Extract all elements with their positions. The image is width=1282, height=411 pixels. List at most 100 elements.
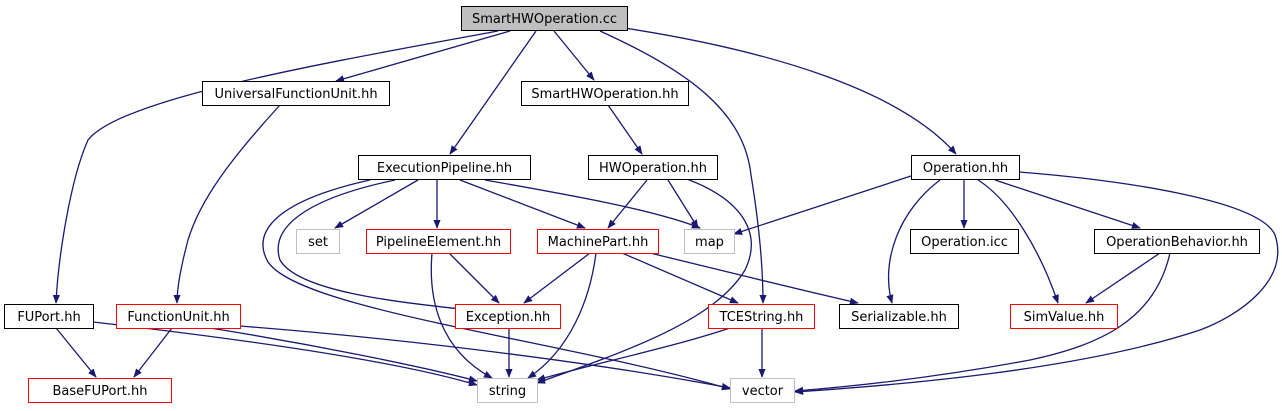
edge-root-to-fuport	[52, 30, 499, 304]
node-box	[477, 378, 538, 403]
edge-ufu-to-fu	[173, 104, 281, 304]
node-op[interactable]: Operation.hh	[911, 155, 1020, 180]
edge-mp-to-exc	[523, 252, 591, 304]
edge-line	[607, 104, 643, 155]
edge-line	[794, 171, 1279, 396]
node-exc[interactable]: Exception.hh	[455, 304, 561, 329]
node-label: TCEString.hh	[719, 310, 804, 325]
node-fuport[interactable]: FUPort.hh	[4, 304, 94, 329]
node-ser[interactable]: Serializable.hh	[839, 304, 959, 329]
edge-layer	[52, 26, 1279, 396]
edge-line	[209, 327, 478, 383]
node-box	[461, 6, 628, 31]
edge-ep-to-map	[484, 179, 701, 229]
node-box	[202, 81, 390, 106]
edge-line	[449, 30, 537, 155]
edge-mp-to-ser	[649, 252, 859, 305]
edge-line	[523, 252, 591, 304]
edge-line	[239, 325, 731, 391]
node-sim[interactable]: SimValue.hh	[1010, 304, 1118, 329]
edge-op-to-opb	[994, 179, 1141, 229]
edge-hwop-to-mp	[607, 179, 648, 229]
edge-line	[262, 179, 731, 391]
node-box	[296, 229, 340, 254]
edge-line	[277, 179, 479, 314]
edge-fuport-to-string	[92, 321, 478, 387]
node-root[interactable]: SmartHWOperation.cc	[461, 6, 628, 31]
edge-ep-to-vector	[262, 179, 731, 391]
node-tce[interactable]: TCEString.hh	[708, 304, 815, 329]
edge-ep-to-set	[334, 179, 419, 229]
edge-ep-to-mp	[459, 179, 586, 229]
node-label: string	[489, 384, 526, 399]
edge-line	[334, 179, 419, 229]
edge-line	[430, 252, 493, 379]
node-ep[interactable]: ExecutionPipeline.hh	[358, 155, 531, 180]
node-set[interactable]: set	[296, 229, 340, 254]
edge-root-to-shw	[553, 30, 595, 81]
edge-line	[133, 327, 173, 378]
edge-fu-to-string	[209, 327, 478, 383]
node-label: OperationBehavior.hh	[1106, 235, 1248, 250]
node-box	[358, 155, 531, 180]
edge-root-to-ufu	[335, 30, 511, 83]
edge-ep-to-exc	[277, 179, 479, 314]
edge-line	[527, 252, 597, 379]
node-box	[730, 378, 795, 403]
edge-line	[621, 252, 739, 304]
node-label: set	[308, 235, 328, 250]
edge-line	[649, 252, 859, 305]
node-box	[366, 229, 511, 254]
node-opicc[interactable]: Operation.icc	[910, 229, 1019, 254]
edge-line	[994, 179, 1141, 229]
node-box	[116, 304, 241, 329]
edge-shw-to-hwop	[607, 104, 643, 155]
node-label: Serializable.hh	[851, 310, 947, 325]
edge-opb-to-vector	[794, 252, 1171, 394]
node-shw[interactable]: SmartHWOperation.hh	[521, 81, 689, 106]
node-box	[911, 155, 1020, 180]
node-label: BaseFUPort.hh	[52, 384, 147, 399]
node-hwop[interactable]: HWOperation.hh	[588, 155, 718, 180]
edge-root-to-tce	[599, 30, 767, 304]
edge-opb-to-sim	[1085, 252, 1161, 304]
edge-op-to-vector	[794, 171, 1279, 396]
node-label: vector	[742, 384, 784, 399]
edge-line	[173, 104, 281, 304]
node-box	[910, 229, 1019, 254]
node-box	[708, 304, 815, 329]
node-label: PipelineElement.hh	[376, 235, 501, 250]
node-bfp[interactable]: BaseFUPort.hh	[28, 378, 172, 403]
node-opb[interactable]: OperationBehavior.hh	[1094, 229, 1260, 254]
node-label: SmartHWOperation.hh	[531, 87, 678, 102]
edge-line	[886, 179, 941, 304]
node-pe[interactable]: PipelineElement.hh	[366, 229, 511, 254]
edge-fu-to-bfp	[133, 327, 173, 378]
node-label: Exception.hh	[466, 310, 551, 325]
node-box	[455, 304, 561, 329]
edge-op-to-ser	[886, 179, 941, 304]
edge-line	[448, 252, 500, 304]
node-label: SimValue.hh	[1024, 310, 1105, 325]
node-vector[interactable]: vector	[730, 378, 795, 403]
node-box	[588, 155, 718, 180]
edge-hwop-to-string	[536, 177, 752, 384]
edge-root-to-ep	[449, 30, 537, 155]
node-layer: SmartHWOperation.ccUniversalFunctionUnit…	[4, 6, 1260, 403]
node-string[interactable]: string	[477, 378, 538, 403]
node-box	[521, 81, 689, 106]
node-label: Operation.hh	[923, 161, 1008, 176]
node-box	[1010, 304, 1118, 329]
edge-line	[599, 30, 767, 304]
edge-line	[52, 30, 499, 304]
node-label: FUPort.hh	[17, 310, 80, 325]
node-mp[interactable]: MachinePart.hh	[537, 229, 659, 254]
edge-line	[617, 26, 957, 155]
node-ufu[interactable]: UniversalFunctionUnit.hh	[202, 81, 390, 106]
edge-fuport-to-bfp	[55, 327, 97, 378]
edge-line	[794, 252, 1171, 394]
edge-line	[335, 30, 511, 83]
node-map[interactable]: map	[684, 229, 735, 254]
node-fu[interactable]: FunctionUnit.hh	[116, 304, 241, 329]
